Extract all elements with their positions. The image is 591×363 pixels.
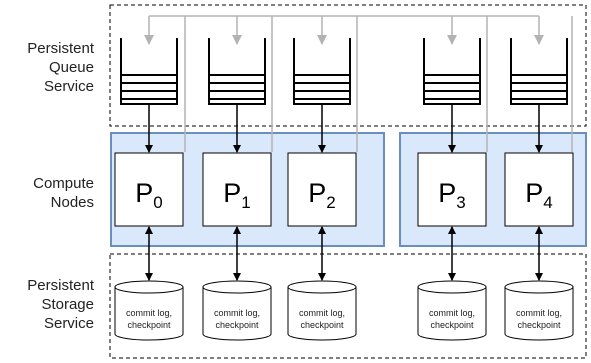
storage-cylinder: commit log, checkpoint [504, 280, 574, 341]
storage-label-line-1: commit log, [126, 308, 172, 318]
queues [120, 38, 568, 105]
storage-label-line-1: commit log, [429, 308, 475, 318]
queue-label-line-2: Queue [49, 59, 94, 76]
queue-icon [423, 38, 481, 105]
storage-cylinder: commit log, checkpoint [114, 280, 184, 341]
compute-node: P1 [202, 152, 272, 227]
queue-icon [510, 38, 568, 105]
queue-service-label: Persistent Queue Service [27, 40, 95, 95]
partition-label: P2 [308, 178, 335, 212]
compute-node: P0 [114, 152, 184, 227]
storage-cylinder: commit log, checkpoint [287, 280, 357, 341]
storage-label-line-2: checkpoint [517, 320, 561, 330]
storage-label-line-2: checkpoint [430, 320, 474, 330]
feedback-lines [144, 15, 573, 152]
storage-label-line-2: checkpoint [300, 320, 344, 330]
compute-nodes: P0 P1 P2 P3 P4 [114, 152, 574, 227]
storage-label-line-2: checkpoint [127, 320, 171, 330]
connection-arrows [145, 105, 543, 281]
compute-node: P4 [504, 152, 574, 227]
storage-label-line-1: Persistent [27, 277, 95, 294]
storage-label-line-1: commit log, [299, 308, 345, 318]
storage-label-line-2: checkpoint [215, 320, 259, 330]
partition-label: P1 [223, 178, 250, 212]
queue-label-line-3: Service [44, 78, 94, 95]
storage-cylinder: commit log, checkpoint [417, 280, 487, 341]
compute-node: P3 [417, 152, 487, 227]
storage-cylinders: commit log, checkpoint commit log, checkpoi… [114, 280, 574, 341]
storage-label-line-2: Storage [41, 296, 94, 313]
storage-service-label: Persistent Storage Service [27, 277, 95, 332]
compute-label-line-1: Compute [33, 175, 94, 192]
partition-label: P0 [135, 178, 162, 212]
partition-label: P3 [438, 178, 465, 212]
storage-label-line-1: commit log, [516, 308, 562, 318]
queue-icon [293, 38, 351, 105]
storage-label-line-1: commit log, [214, 308, 260, 318]
storage-cylinder: commit log, checkpoint [202, 280, 272, 341]
compute-label-line-2: Nodes [51, 194, 94, 211]
compute-nodes-label: Compute Nodes [33, 175, 94, 211]
storage-label-line-3: Service [44, 315, 94, 332]
queue-label-line-1: Persistent [27, 40, 95, 57]
partition-label: P4 [525, 178, 552, 212]
queue-service-container [109, 4, 587, 127]
storage-service-container [109, 253, 587, 359]
queue-icon [208, 38, 266, 105]
compute-node: P2 [287, 152, 357, 227]
queue-icon [120, 38, 178, 105]
